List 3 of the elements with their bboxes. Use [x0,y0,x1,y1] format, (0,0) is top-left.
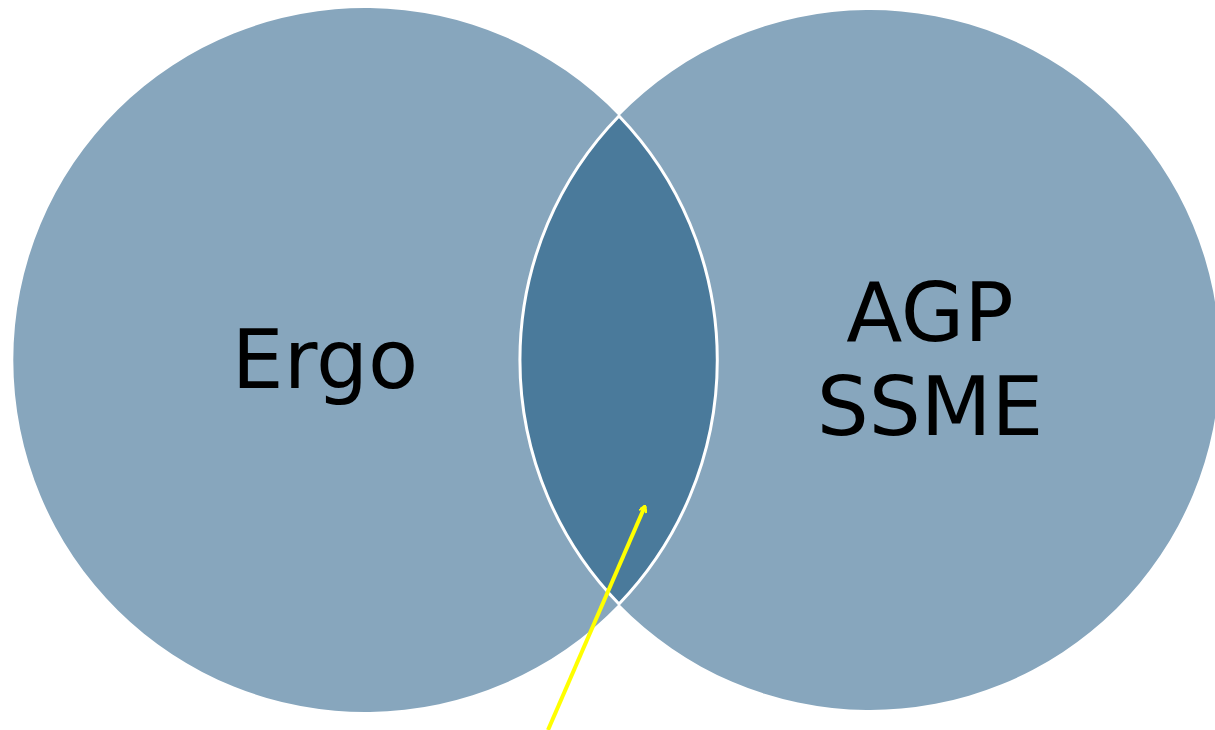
circle-label: Ergo [230,312,420,408]
circle-label: AGP SSME [815,265,1045,455]
arrow [546,504,648,730]
